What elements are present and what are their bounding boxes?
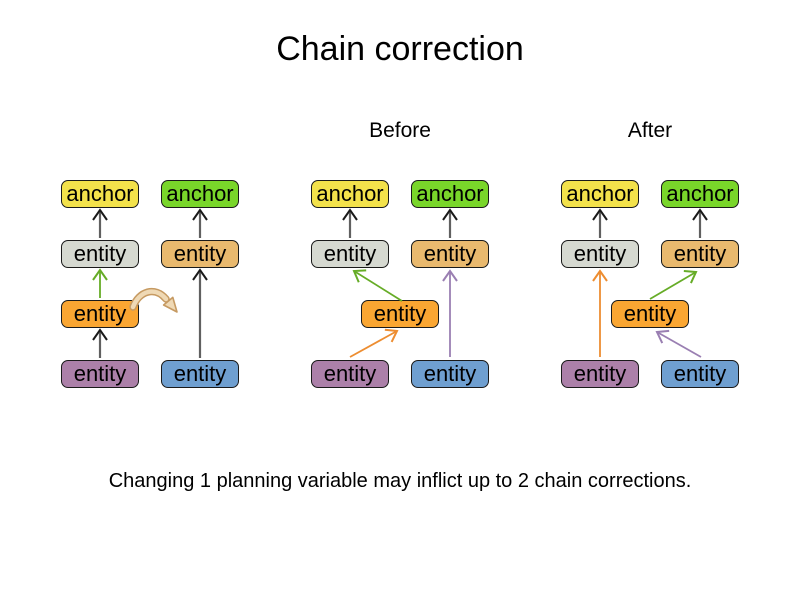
before-anchor-yellow: anchor	[311, 180, 389, 208]
page-title: Chain correction	[276, 30, 524, 68]
after-entity-blue: entity	[661, 360, 739, 388]
caption-text: Changing 1 planning variable may inflict…	[108, 470, 692, 492]
before-entity-purple: entity	[311, 360, 389, 388]
group-label-before: Before	[369, 119, 431, 142]
g1-anchor-yellow: anchor	[61, 180, 139, 208]
g1-anchor-green: anchor	[161, 180, 239, 208]
before-entity-orange: entity	[361, 300, 439, 328]
before-anchor-green: anchor	[411, 180, 489, 208]
after-anchor-green: anchor	[661, 180, 739, 208]
g1-entity-blue: entity	[161, 360, 239, 388]
after-entity-purple: entity	[561, 360, 639, 388]
before-entity-blue: entity	[411, 360, 489, 388]
after-entity-tan: entity	[661, 240, 739, 268]
g1-entity-tan: entity	[161, 240, 239, 268]
after-entity-gray: entity	[561, 240, 639, 268]
group-label-after: After	[627, 119, 673, 142]
after-entity-orange: entity	[611, 300, 689, 328]
before-entity-tan: entity	[411, 240, 489, 268]
after-anchor-yellow: anchor	[561, 180, 639, 208]
g1-entity-gray: entity	[61, 240, 139, 268]
g1-entity-purple: entity	[61, 360, 139, 388]
g1-entity-orange: entity	[61, 300, 139, 328]
before-entity-gray: entity	[311, 240, 389, 268]
